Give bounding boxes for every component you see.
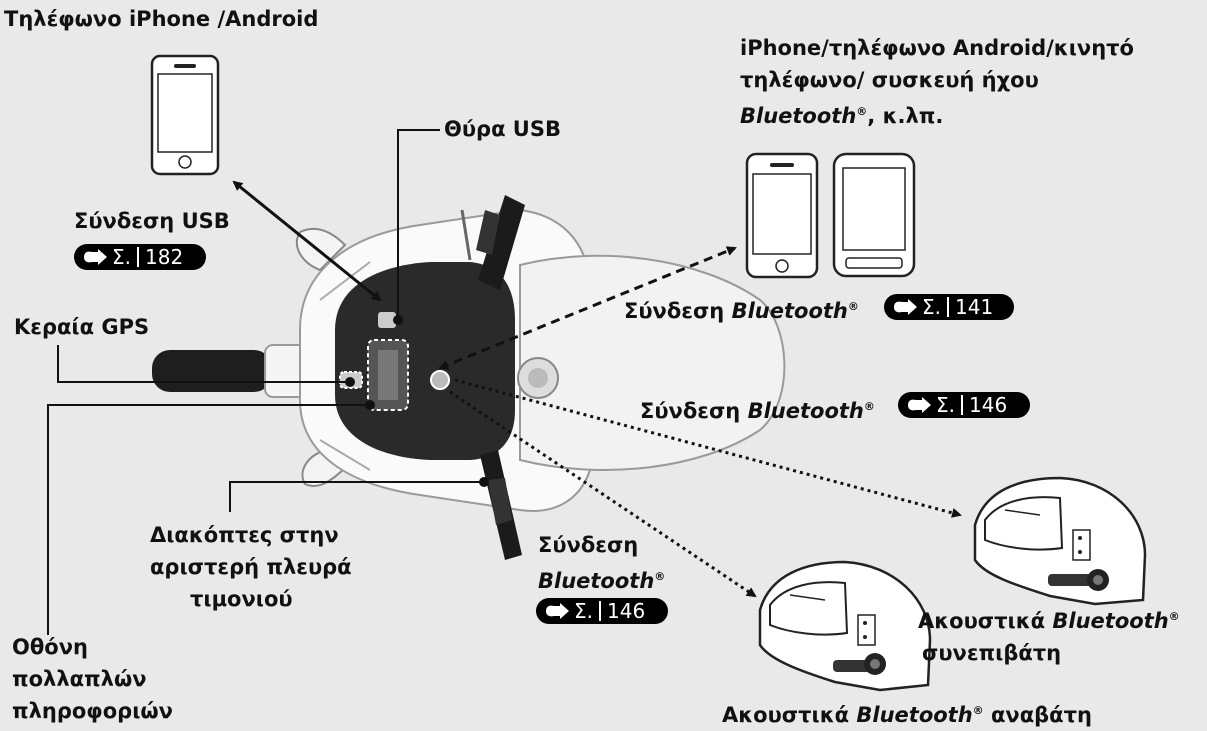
bt-phone-page-ref[interactable]: Σ.141	[884, 294, 1014, 320]
arrow-right-icon	[84, 249, 107, 265]
bt-devices-line2: τηλέφωνο/ συσκευή ήχου	[740, 68, 1039, 92]
arrow-right-icon	[546, 603, 569, 619]
bt-phone-connection-label: Σύνδεση Bluetooth®	[624, 299, 859, 323]
usb-page-ref[interactable]: Σ.182	[74, 244, 206, 270]
display-label-line2: πολλαπλών	[12, 667, 147, 691]
gps-antenna-label: Κεραία GPS	[14, 315, 150, 339]
bt-phone-connection-line	[438, 246, 737, 370]
bt-phone-page-number: 141	[955, 295, 994, 319]
usb-page-number: 182	[145, 245, 184, 269]
bt-passenger-page-ref[interactable]: Σ.146	[898, 392, 1030, 418]
bt-rider-connection-label-line1: Σύνδεση	[538, 533, 639, 557]
usb-connection-label: Σύνδεση USB	[74, 209, 230, 233]
usb-connection-line	[232, 180, 382, 302]
arrow-right-icon	[908, 397, 931, 413]
audio-device-icon	[832, 152, 916, 278]
arrow-right-icon	[894, 299, 917, 315]
display-label-line3: πληροφοριών	[12, 699, 173, 723]
switches-label-line3: τιμονιού	[190, 587, 293, 611]
smartphone-icon	[745, 152, 819, 279]
bt-rider-connection-label-line2: Bluetooth®	[538, 569, 666, 593]
helmet-icon	[758, 560, 932, 692]
passenger-headset-label-line1: Ακουστικά Bluetooth®	[918, 609, 1180, 633]
switches-leader	[229, 481, 484, 512]
bt-passenger-connection-label: Σύνδεση Bluetooth®	[640, 399, 875, 423]
bt-rider-page-ref[interactable]: Σ.146	[536, 598, 668, 624]
bt-rider-connection-line	[449, 390, 757, 598]
bt-devices-line3: Bluetooth®, κ.λπ.	[740, 104, 944, 128]
passenger-headset-label-line2: συνεπιβάτη	[922, 641, 1062, 665]
switches-label-line1: Διακόπτες στην	[150, 523, 339, 547]
smartphone-icon	[150, 54, 220, 176]
gps-leader	[57, 345, 350, 383]
phone-usb-label: Τηλέφωνο iPhone /Android	[4, 7, 319, 31]
helmet-icon	[973, 476, 1147, 606]
switches-label-line2: αριστερή πλευρά	[150, 555, 352, 579]
bt-devices-line1: iPhone/τηλέφωνο Android/κινητό	[740, 36, 1134, 60]
bt-passenger-page-number: 146	[969, 393, 1008, 417]
display-label-line1: Οθόνη	[12, 635, 88, 659]
usb-port-label: Θύρα USB	[444, 117, 561, 141]
usb-port-leader	[397, 129, 440, 318]
bt-rider-page-number: 146	[607, 599, 646, 623]
motorcycle-illustration	[152, 195, 786, 560]
bt-passenger-connection-line	[454, 378, 962, 518]
rider-headset-label: Ακουστικά Bluetooth® αναβάτη	[722, 703, 1092, 727]
display-leader	[47, 404, 370, 635]
